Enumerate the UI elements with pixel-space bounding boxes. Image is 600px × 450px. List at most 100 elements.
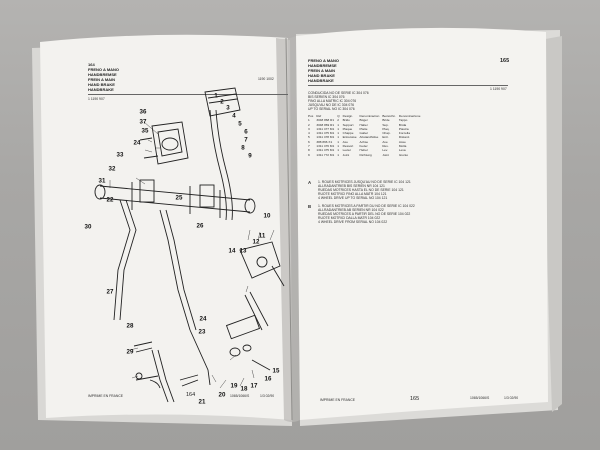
serial-note: UP TO SERIAL NO IC 304 076 [308, 107, 355, 111]
callout-14: 14 [228, 247, 236, 255]
table-cell: Gabel [359, 131, 368, 136]
left-footer-date: 1/3 02/90 [260, 394, 275, 398]
table-cell: Joint [382, 152, 389, 157]
table-cell: Brido [342, 118, 350, 123]
table-cell: Piastra [398, 126, 409, 131]
table-cell: Distanz. [398, 135, 411, 140]
callout-26: 26 [196, 222, 204, 230]
table-cell: Sup. [382, 122, 389, 127]
table-cell: Levier [342, 148, 352, 153]
table-cell: Hebel [359, 148, 368, 153]
callout-15: 15 [272, 367, 280, 375]
right-header-line: HANDBREMSE [308, 63, 337, 68]
left-footer-model: 1065/1066/S [230, 394, 250, 398]
col-header: Q [337, 114, 340, 118]
table-cell: 1 [337, 148, 339, 153]
left-header-line: HANDBRAKE [88, 87, 114, 92]
table-cell: 1311 477 M1 [316, 126, 335, 131]
table-cell: Lev. [382, 148, 388, 153]
table-cell: Brida [398, 122, 407, 127]
table-cell: Abstandhülse [359, 135, 379, 140]
left-footer-page: 164 [186, 392, 196, 398]
table-cell: Asse [398, 139, 406, 144]
right-header-line: FREIN A MAIN [308, 68, 336, 73]
table-cell: 1 [308, 118, 310, 123]
serial-note: JUSQU'AU NO DE IC 304 076 [308, 103, 355, 107]
table-cell: Res. [382, 144, 389, 149]
left-page: 164 FRENO A MANO HANDBREMSE FREIN A MAIN… [40, 30, 298, 422]
right-page: 165 FRENO A MANO HANDBREMSE FREIN A MAIN… [300, 22, 548, 414]
table-cell: 3048 868 R1 [316, 118, 335, 123]
table-cell: 8 [308, 148, 310, 153]
right-header-line: HAND BRAKE [308, 73, 335, 78]
table-cell: Entr. [382, 135, 389, 140]
block-b-tag: B [308, 204, 312, 209]
table-cell: 1 [337, 135, 339, 140]
table-cell: 5 [308, 135, 310, 140]
table-cell: Entretoise [342, 135, 357, 140]
table-cell: 1311 476 M1 [316, 144, 335, 149]
table-cell: 1311 475 M1 [316, 148, 335, 153]
table-cell: 1 [337, 122, 339, 127]
block-a-line: 4 WHEEL DRIVE UP TO SERIAL NO 104 121 [318, 196, 388, 200]
callout-17: 17 [250, 382, 258, 390]
callout-33: 33 [116, 151, 124, 159]
callout-24b: 24 [199, 315, 207, 323]
block-b-line: RUOTE MOTRICI DALLA MATR 104 022 [318, 216, 381, 220]
callout-6: 6 [244, 128, 248, 136]
header-rule [308, 85, 508, 86]
table-cell: Axe [382, 139, 388, 144]
col-header: Denominazione [398, 114, 421, 118]
callout-29: 29 [126, 348, 134, 356]
table-cell: 9 [308, 152, 310, 157]
callout-36: 36 [139, 108, 147, 116]
table-cell: 1 [337, 131, 339, 136]
table-cell: 1 [337, 144, 339, 149]
block-a-tag: A [308, 180, 312, 185]
callout-9: 9 [248, 152, 252, 160]
table-cell: 6 [308, 139, 310, 144]
table-cell: 1 [337, 152, 339, 157]
callout-30: 30 [84, 223, 92, 231]
callout-20: 20 [218, 391, 226, 399]
left-header-line: FREIN A MAIN [88, 77, 116, 82]
callout-31: 31 [98, 177, 106, 185]
left-header-line: HANDBREMSE [88, 72, 117, 77]
serial-note: CONDUCIDA NO DE SERIE IC 304 076 [308, 91, 369, 95]
table-cell: Leva [398, 148, 406, 153]
table-cell: Plaque [342, 126, 353, 131]
callout-11: 11 [258, 232, 266, 240]
callout-24: 24 [133, 139, 141, 147]
callout-2: 2 [220, 98, 224, 106]
right-footer-page: 165 [410, 396, 420, 402]
callout-10: 10 [263, 212, 271, 220]
table-cell: Bride [382, 118, 390, 123]
right-footer-date: 1/3 02/90 [504, 396, 519, 400]
table-cell: 1311 475 M1 [316, 131, 335, 136]
callout-23: 23 [198, 328, 206, 336]
right-footer-imprint: IMPRIME EN FRANCE [320, 398, 356, 402]
callout-13: 13 [239, 247, 247, 255]
callout-5: 5 [238, 120, 242, 128]
right-header-line: HANDBRAKE [308, 78, 334, 83]
col-header: Design. [342, 114, 354, 118]
left-header-line: FRENO A MANO [88, 67, 120, 72]
table-cell: Chap. [382, 131, 391, 136]
callout-1: 1 [214, 92, 218, 100]
col-header: Ref [316, 114, 322, 118]
handbrake-exploded-diagram [94, 87, 285, 403]
table-cell: 1311 772 M1 [316, 152, 335, 157]
block-b-line: RUEDAS MOTRICES A PARTIR DEL NO DE SERIE… [318, 212, 411, 216]
col-header: Denominacion [359, 114, 380, 118]
table-cell: 1311 478 M1 [316, 135, 335, 140]
right-page-number: 165 [500, 58, 510, 64]
callout-21: 21 [198, 398, 206, 406]
table-cell: Dichtung [359, 152, 372, 157]
parts-table: Pos Ref Q Design. Denominacion Bezeichn.… [308, 114, 423, 157]
col-header: Bezeichn. [382, 114, 396, 118]
table-cell: Molla [398, 144, 407, 149]
